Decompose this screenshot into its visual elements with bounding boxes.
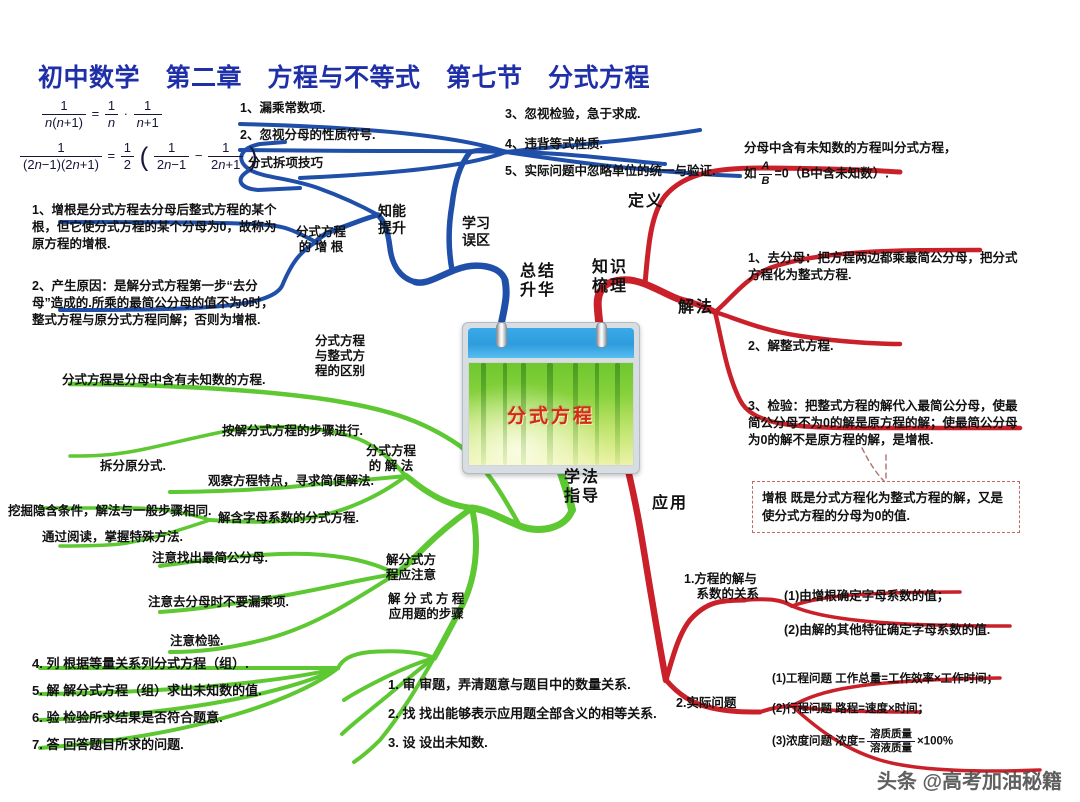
word-step-4[interactable]: 4. 列 根据等量关系列分式方程（组）. <box>32 656 249 671</box>
definition-numerator: A <box>758 160 773 175</box>
word-step-5[interactable]: 5. 解 解分式方程（组）求出未知数的值. <box>32 683 262 698</box>
node-study-guide[interactable]: 学法 指导 <box>564 469 601 506</box>
word-step-2[interactable]: 2. 找 找出能够表示应用题全部含义的相等关系. <box>388 706 657 721</box>
application-group-1-label[interactable]: 1.方程的解与 系数的关系 <box>684 572 760 601</box>
node-mistakes[interactable]: 学习 误区 <box>462 215 490 248</box>
node-application[interactable]: 应用 <box>652 495 689 512</box>
application-g1-item-1[interactable]: (1)由增根确定字母系数的值； <box>784 589 950 603</box>
center-topic-card: 分式方程 <box>462 322 640 474</box>
mistake-item-4[interactable]: 4、违背等式性质. <box>505 137 603 151</box>
application-g2-item-2[interactable]: (2)行程问题 路程=速度×时间； <box>772 703 930 715</box>
caution-item-3[interactable]: 注意检验. <box>170 634 224 648</box>
mistake-item-2[interactable]: 2、忽视分母的性质符号. <box>240 128 376 142</box>
application-group-2-label[interactable]: 2.实际问题 <box>676 696 737 710</box>
application-g1-item-2[interactable]: (2)由解的其他特征确定字母系数的值. <box>784 623 991 637</box>
page-title: 初中数学 第二章 方程与不等式 第七节 分式方程 <box>38 64 651 92</box>
solving-subitem-3[interactable]: 通过阅读，掌握特殊方法. <box>42 530 183 544</box>
solution-step-1[interactable]: 1、去分母：把方程两边都乘最简公分母，把分式方程化为整式方程. <box>748 251 1018 282</box>
extraneous-item-1[interactable]: 1、增根是分式方程去分母后整式方程的某个根，但它使分式方程的某个分母为0，故称为… <box>32 203 277 251</box>
node-solving[interactable]: 分式方程 的 解 法 <box>366 444 417 473</box>
binder-ring-right-icon <box>596 322 607 348</box>
definition-prefix: 如 <box>744 166 757 181</box>
solving-item-1[interactable]: 按解分式方程的步骤进行. <box>222 424 363 438</box>
callout-term: 增根 <box>762 491 788 505</box>
word-step-6[interactable]: 6. 验 检验所求结果是否符合题意. <box>32 710 223 725</box>
node-definition[interactable]: 定义 <box>628 193 665 210</box>
node-summary[interactable]: 总结 升华 <box>520 263 557 300</box>
word-step-3[interactable]: 3. 设 设出未知数. <box>388 735 488 750</box>
center-topic-label: 分式方程 <box>506 406 595 427</box>
caution-item-2[interactable]: 注意去分母时不要漏乘项. <box>148 595 289 609</box>
solution-step-2[interactable]: 2、解整式方程. <box>748 339 834 353</box>
solution-step-3[interactable]: 3、检验：把整式方程的解代入最简公分母，使最简公分母不为0的解是原方程的解；使最… <box>748 399 1018 447</box>
concentration-denominator: 溶液质量 <box>869 742 912 755</box>
definition-denominator: B <box>761 174 770 187</box>
node-word-problem-steps[interactable]: 解 分 式 方 程 应用题的步骤 <box>388 592 465 621</box>
mistake-item-5[interactable]: 5、实际问题中忽略单位的统一与验证. <box>505 164 716 178</box>
definition-suffix: =0（B中含未知数）. <box>774 166 889 181</box>
node-cautions[interactable]: 解分式方 程应注意 <box>386 553 437 582</box>
concentration-prefix: (3)浓度问题 浓度= <box>772 735 865 748</box>
solving-subitem-2[interactable]: 挖掘隐含条件，解法与一般步骤相同. <box>8 504 212 518</box>
caution-item-1[interactable]: 注意找出最简公分母. <box>152 551 268 565</box>
card-header-bar <box>468 322 634 358</box>
node-solution-method[interactable]: 解法 <box>678 299 715 316</box>
skill-split-label[interactable]: 分式拆项技巧 <box>248 156 324 170</box>
extraneous-item-2[interactable]: 2、产生原因：是解分式方程第一步“去分母”造成的.所乘的最简公分母的值不为0时，… <box>32 279 274 327</box>
node-skill-boost[interactable]: 知能 提升 <box>378 203 406 236</box>
node-knowledge[interactable]: 知识 梳理 <box>592 259 629 296</box>
mistake-item-3[interactable]: 3、忽视检验，急于求成. <box>505 107 641 121</box>
extraneous-root-callout: 增根 既是分式方程化为整式方程的解，又是使分式方程的分母为0的值. <box>752 481 1020 534</box>
binder-ring-left-icon <box>496 322 507 348</box>
word-step-1[interactable]: 1. 审 审题，弄清题意与题目中的数量关系. <box>388 677 631 692</box>
solving-item-2[interactable]: 观察方程特点，寻求简便解法. <box>208 474 374 488</box>
difference-item-1[interactable]: 分式方程是分母中含有未知数的方程. <box>62 373 266 387</box>
concentration-suffix: ×100% <box>916 735 954 748</box>
application-g2-item-3[interactable]: (3)浓度问题 浓度=溶质质量溶液质量 ×100% <box>772 728 953 755</box>
bamboo-illustration: 分式方程 <box>468 362 634 466</box>
watermark: 头条 @高考加油秘籍 <box>876 771 1062 793</box>
mistake-item-1[interactable]: 1、漏乘常数项. <box>240 101 326 115</box>
node-extraneous-root[interactable]: 分式方程 的 增 根 <box>296 225 347 254</box>
application-g2-item-1[interactable]: (1)工程问题 工作总量=工作效率×工作时间； <box>772 673 999 685</box>
callout-text: 既是分式方程化为整式方程的解，又是使分式方程的分母为0的值. <box>762 491 1004 524</box>
solving-subitem-1[interactable]: 拆分原分式. <box>100 459 166 473</box>
node-difference[interactable]: 分式方程 与整式方 程的区别 <box>315 334 366 378</box>
concentration-numerator: 溶质质量 <box>866 728 915 743</box>
definition-text-line1[interactable]: 分母中含有未知数的方程叫分式方程， <box>744 141 957 155</box>
word-step-7[interactable]: 7. 答 回答题目所求的问题. <box>32 737 184 752</box>
solving-item-3[interactable]: 解含字母系数的分式方程. <box>218 511 359 525</box>
